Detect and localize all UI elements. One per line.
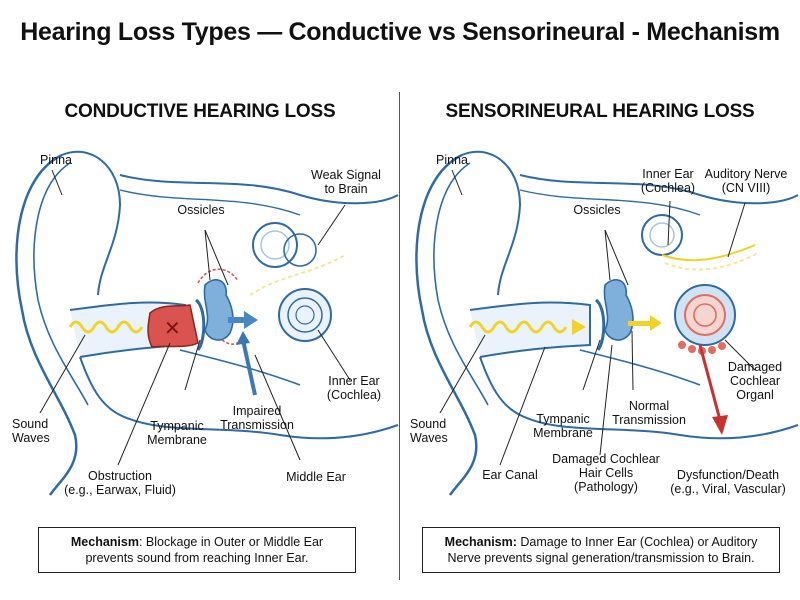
mechanism-text: : Blockage in Outer or Middle Ear preven… — [85, 535, 324, 565]
label-ossicles: Ossicles — [177, 203, 225, 217]
label-ossicles-sn: Ossicles — [573, 203, 621, 217]
conductive-ear-illustration: ✕ — [15, 150, 399, 496]
panel-divider — [399, 92, 400, 580]
mechanism-text-sn: Damage to Inner Ear (Cochlea) or Auditor… — [447, 535, 758, 565]
label-sound-waves: Sound Waves — [12, 417, 50, 445]
label-inner-ear-sn: Inner Ear (Cochlea) — [640, 167, 696, 195]
diagram-title: Hearing Loss Types — Conductive vs Senso… — [20, 18, 780, 46]
sensorineural-ear-illustration — [415, 150, 799, 496]
label-middle-ear: Middle Ear — [286, 470, 346, 484]
weak-signal-nerve — [249, 254, 346, 296]
label-normal-transmission: Normal Transmission — [612, 399, 686, 427]
sound-wave — [68, 320, 144, 334]
label-pinna-sn: Pinna — [436, 153, 468, 167]
pinna-shape — [15, 153, 78, 496]
conductive-mechanism-box: Mechanism: Blockage in Outer or Middle E… — [38, 527, 356, 573]
label-impaired: Impaired Transmission — [220, 404, 294, 432]
cochlea — [278, 288, 332, 342]
mechanism-label-sn: Mechanism: — [444, 535, 517, 549]
label-damaged-organ: Damaged Cochlear Organl — [727, 360, 783, 402]
label-obstruction: Obstruction (e.g., Earwax, Fluid) — [64, 469, 176, 497]
conductive-heading: CONDUCTIVE HEARING LOSS — [64, 101, 336, 122]
ossicles — [203, 279, 234, 341]
label-sound-waves-sn: Sound Waves — [410, 417, 448, 445]
label-inner-ear: Inner Ear (Cochlea) — [326, 374, 382, 402]
label-hair-cells: Damaged Cochlear Hair Cells (Pathology) — [552, 452, 660, 494]
label-tympanic-sn: Tympanic Membrane — [533, 412, 593, 440]
obstruction-x-icon: ✕ — [164, 316, 181, 340]
label-weak-signal: Weak Signal to Brain — [311, 168, 381, 196]
label-tympanic: Tympanic Membrane — [147, 419, 207, 447]
sensorineural-heading: SENSORINEURAL HEARING LOSS — [445, 101, 755, 122]
tympanic-membrane — [194, 298, 206, 351]
label-pinna: Pinna — [40, 153, 72, 167]
mechanism-label: Mechanism — [70, 535, 139, 549]
label-ear-canal: Ear Canal — [482, 468, 538, 482]
sensorineural-mechanism-box: Mechanism: Damage to Inner Ear (Cochlea)… — [422, 527, 780, 573]
auditory-nerve — [661, 244, 756, 262]
label-auditory-nerve: Auditory Nerve (CN VIII) — [704, 167, 788, 195]
obstruction-blob — [147, 304, 199, 348]
label-dysfunction: Dysfunction/Death (e.g., Viral, Vascular… — [670, 468, 786, 496]
